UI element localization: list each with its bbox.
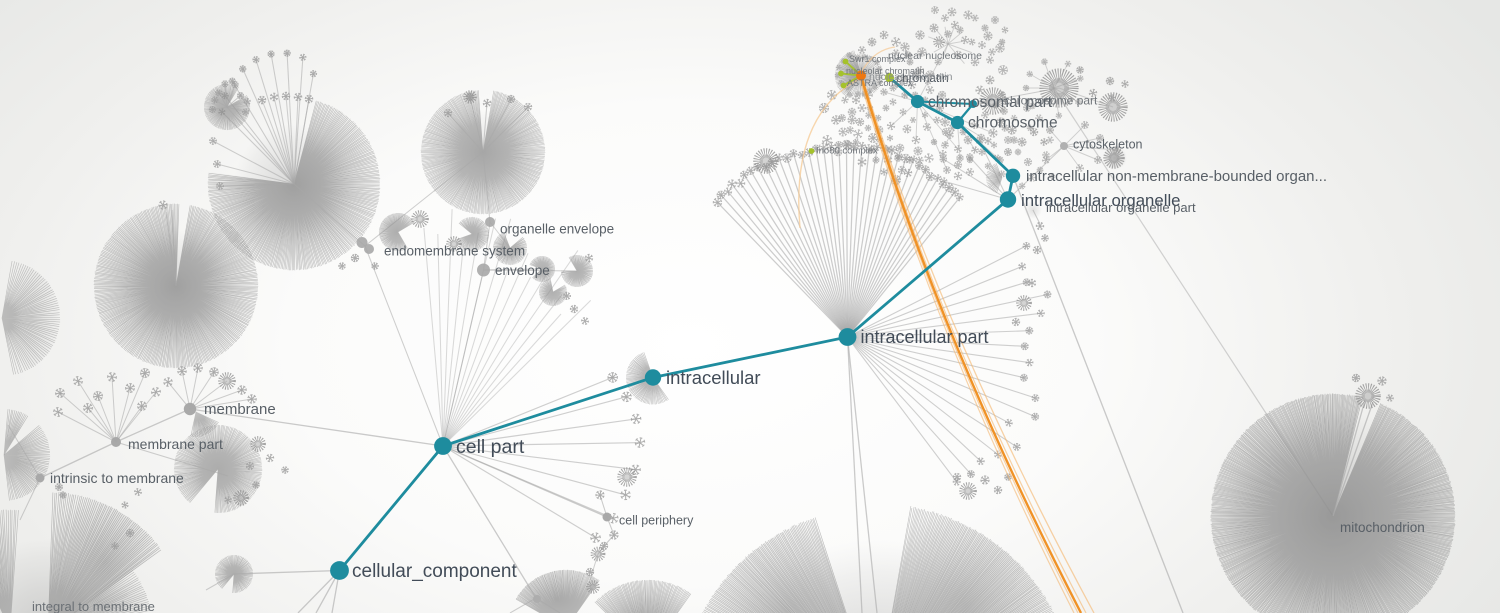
svg-text:organelle envelope: organelle envelope bbox=[500, 222, 614, 237]
svg-text:intracellular: intracellular bbox=[666, 367, 761, 388]
svg-text:mitochondrion: mitochondrion bbox=[1340, 520, 1425, 535]
svg-text:nuclear nucleosome: nuclear nucleosome bbox=[888, 50, 982, 62]
svg-text:membrane: membrane bbox=[204, 401, 276, 418]
svg-text:integral to membrane: integral to membrane bbox=[32, 599, 155, 613]
svg-text:intrinsic to membrane: intrinsic to membrane bbox=[50, 470, 184, 486]
svg-text:envelope: envelope bbox=[495, 263, 550, 278]
svg-text:membrane part: membrane part bbox=[128, 436, 223, 452]
svg-text:chromosomal part: chromosomal part bbox=[928, 94, 1053, 111]
svg-text:endomembrane system: endomembrane system bbox=[384, 244, 525, 259]
svg-text:ASTRA complex: ASTRA complex bbox=[847, 78, 913, 88]
svg-text:intracellular organelle: intracellular organelle bbox=[1021, 191, 1181, 210]
svg-text:cell part: cell part bbox=[456, 436, 525, 458]
svg-text:nucleolar chromatin: nucleolar chromatin bbox=[846, 66, 925, 76]
svg-text:cell periphery: cell periphery bbox=[619, 514, 694, 528]
svg-text:chromosome part: chromosome part bbox=[1004, 94, 1098, 108]
svg-text:intracellular organelle part: intracellular organelle part bbox=[1046, 200, 1196, 215]
svg-text:intracellular part: intracellular part bbox=[861, 327, 989, 347]
svg-text:intracellular non-membrane-bou: intracellular non-membrane-bounded organ… bbox=[1026, 168, 1327, 185]
svg-text:cytoskeleton: cytoskeleton bbox=[1073, 138, 1143, 152]
svg-text:chromosome: chromosome bbox=[968, 115, 1058, 132]
svg-text:chromatin: chromatin bbox=[896, 71, 949, 85]
svg-text:Swr1 complex: Swr1 complex bbox=[849, 54, 906, 64]
svg-text:cellular_component: cellular_component bbox=[352, 561, 517, 582]
svg-text:nuclear chromatin: nuclear chromatin bbox=[869, 71, 953, 83]
svg-text:Ino80 complex: Ino80 complex bbox=[816, 146, 878, 157]
